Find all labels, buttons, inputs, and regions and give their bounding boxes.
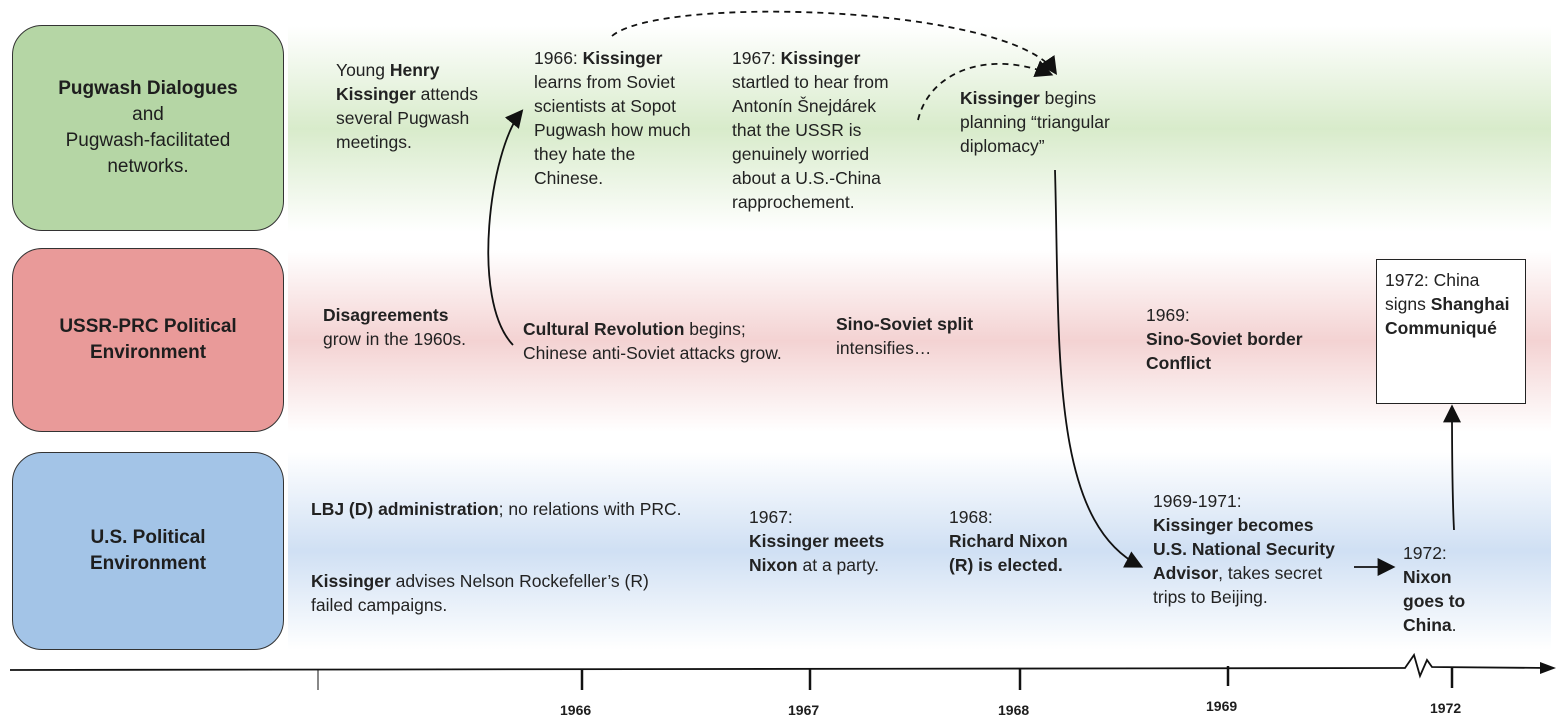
year-label-1966: 1966 (560, 702, 592, 718)
us-band (288, 452, 1551, 650)
us-lane-line1: U.S. Political (90, 527, 206, 548)
timeline-arrowhead (1540, 662, 1556, 674)
note-1966-sopot: 1966: Kissinger learns from Soviet scien… (534, 48, 691, 188)
note-young-kissinger: Young Henry Kissinger attends several Pu… (336, 60, 479, 152)
pugwash-lane-line4: networks. (107, 156, 189, 177)
pugwash-lane-line2: and (132, 104, 164, 125)
ussr-lane-line1: USSR-PRC Political (59, 316, 237, 337)
note-border-conflict: 1969: Sino-Soviet border Conflict (1146, 305, 1303, 373)
us-lane-label: U.S. Political Environment (12, 452, 284, 650)
year-label-1972: 1972 (1430, 700, 1462, 716)
note-sino-soviet-split: Sino-Soviet split intensifies… (836, 314, 974, 358)
year-label-1968: 1968 (998, 702, 1030, 718)
arrow-cultural-to-1966 (487, 109, 524, 346)
pugwash-lane-line3: Pugwash-facilitated (65, 130, 231, 151)
note-nixon-elected: 1968: Richard Nixon (R) is elected. (949, 507, 1068, 575)
note-cultural-revolution: Cultural Revolution begins; Chinese anti… (523, 319, 782, 363)
pugwash-band (288, 26, 1551, 232)
note-1967-snejdarek: 1967: Kissinger startled to hear from An… (732, 48, 889, 212)
timeline-axis (9, 652, 1551, 679)
pugwash-lane-title: Pugwash Dialogues (58, 78, 238, 99)
ussr-lane-line2: Environment (89, 342, 207, 363)
note-nixon-goes-to-china: 1972: Nixon goes to China. (1403, 543, 1466, 635)
dashed-arrow-1967-to-triangular (917, 60, 1054, 121)
dashed-arrow-1966-to-triangular (611, 10, 1058, 75)
shanghai-communique-box: 1972: China signs Shanghai Communiqué (1376, 259, 1526, 404)
year-label-1967: 1967 (788, 702, 820, 718)
pugwash-lane-label: Pugwash Dialogues and Pugwash-facilitate… (12, 25, 284, 231)
arrow-nixon-china-to-shanghai (1443, 404, 1462, 531)
arrow-triangular-to-nsa (1054, 169, 1144, 568)
ussr-prc-lane-label: USSR-PRC Political Environment (12, 248, 284, 432)
note-lbj-administration: LBJ (D) administration; no relations wit… (311, 499, 682, 519)
note-shanghai-communique: 1972: China signs Shanghai Communiqué (1385, 270, 1510, 338)
ussr-prc-band (288, 250, 1551, 432)
note-rockefeller: Kissinger advises Nelson Rockefeller’s (… (311, 571, 649, 615)
us-lane-line2: Environment (89, 553, 207, 574)
year-label-1969: 1969 (1206, 698, 1238, 714)
note-meets-nixon: 1967: Kissinger meets Nixon at a party. (749, 507, 885, 575)
note-triangular-diplomacy: Kissinger begins planning “triangular di… (960, 88, 1110, 156)
note-disagreements: Disagreements grow in the 1960s. (323, 305, 467, 349)
note-national-security-advisor: 1969-1971: Kissinger becomes U.S. Nation… (1153, 491, 1335, 607)
